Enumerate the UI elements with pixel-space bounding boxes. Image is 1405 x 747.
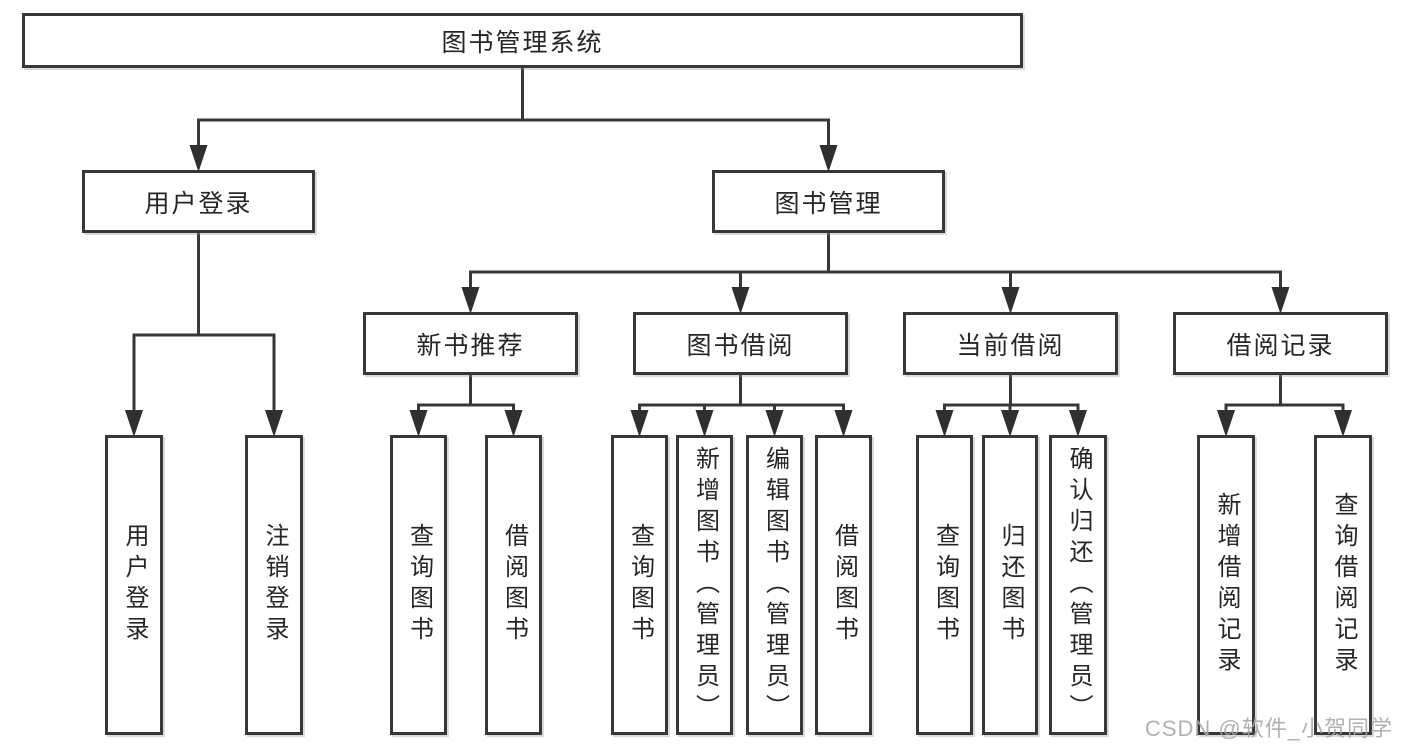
node-leaf-edit-books: 编辑图书（管理员） bbox=[746, 435, 803, 735]
arrowhead-leaf-edit-books bbox=[765, 410, 784, 437]
node-new-book-rec: 新书推荐 bbox=[363, 312, 578, 375]
node-label-leaf-edit-books: 编辑图书（管理员） bbox=[761, 445, 789, 725]
node-label-book-mgmt: 图书管理 bbox=[774, 189, 883, 218]
arrowhead-leaf-add-borrow-record bbox=[1217, 410, 1235, 437]
node-label-leaf-borrow-books-1: 借阅图书 bbox=[500, 523, 528, 647]
node-label-leaf-borrow-books-2: 借阅图书 bbox=[830, 523, 858, 647]
node-label-leaf-query-borrow-record: 查询借阅记录 bbox=[1330, 492, 1357, 678]
arrowhead-leaf-query-books-3 bbox=[935, 410, 954, 437]
arrowhead-leaf-query-books-1 bbox=[409, 410, 428, 437]
arrowhead-current-borrow bbox=[1001, 287, 1020, 314]
node-leaf-borrow-books-2: 借阅图书 bbox=[815, 435, 872, 735]
arrowhead-leaf-borrow-books-1 bbox=[504, 410, 523, 437]
node-label-current-borrow: 当前借阅 bbox=[956, 331, 1065, 360]
node-leaf-query-books-1: 查询图书 bbox=[390, 435, 447, 735]
arrowhead-leaf-user-login bbox=[125, 410, 143, 437]
node-leaf-add-borrow-record: 新增借阅记录 bbox=[1197, 435, 1255, 735]
node-current-borrow: 当前借阅 bbox=[903, 312, 1118, 375]
node-leaf-logout: 注销登录 bbox=[245, 435, 303, 735]
arrowhead-borrow-records bbox=[1271, 287, 1290, 314]
arrowhead-book-borrow bbox=[731, 287, 750, 314]
node-leaf-query-borrow-record: 查询借阅记录 bbox=[1314, 435, 1372, 735]
node-label-borrow-records: 借阅记录 bbox=[1226, 331, 1335, 360]
node-label-leaf-query-books-1: 查询图书 bbox=[405, 523, 433, 647]
node-book-borrow: 图书借阅 bbox=[633, 312, 848, 375]
arrowhead-leaf-borrow-books-2 bbox=[834, 410, 853, 437]
node-leaf-borrow-books-1: 借阅图书 bbox=[485, 435, 542, 735]
node-label-new-book-rec: 新书推荐 bbox=[416, 331, 525, 360]
node-leaf-add-books: 新增图书（管理员） bbox=[676, 435, 733, 735]
node-label-book-borrow: 图书借阅 bbox=[686, 331, 795, 360]
node-label-leaf-user-login: 用户登录 bbox=[121, 523, 148, 647]
watermark: CSDN @软件_小贺同学 bbox=[1144, 716, 1393, 741]
arrowhead-leaf-logout bbox=[265, 410, 283, 437]
node-leaf-user-login: 用户登录 bbox=[105, 435, 163, 735]
node-label-leaf-add-books: 新增图书（管理员） bbox=[691, 445, 719, 725]
node-label-leaf-query-books-3: 查询图书 bbox=[931, 523, 959, 647]
node-leaf-query-books-2: 查询图书 bbox=[611, 435, 668, 735]
node-leaf-query-books-3: 查询图书 bbox=[916, 435, 973, 735]
node-label-leaf-confirm-return: 确认归还（管理员） bbox=[1065, 445, 1092, 725]
node-label-user-login: 用户登录 bbox=[144, 189, 253, 218]
arrowhead-user-login bbox=[189, 145, 208, 172]
arrowhead-leaf-confirm-return bbox=[1069, 410, 1087, 437]
arrowhead-leaf-return-books bbox=[1001, 410, 1019, 437]
node-label-leaf-query-books-2: 查询图书 bbox=[626, 523, 654, 647]
arrowhead-leaf-query-books-2 bbox=[630, 410, 649, 437]
node-book-mgmt: 图书管理 bbox=[712, 170, 945, 233]
arrowhead-new-book-rec bbox=[461, 287, 480, 314]
node-user-login: 用户登录 bbox=[82, 170, 315, 233]
node-label-leaf-add-borrow-record: 新增借阅记录 bbox=[1213, 492, 1240, 678]
node-leaf-return-books: 归还图书 bbox=[982, 435, 1038, 735]
node-label-leaf-logout: 注销登录 bbox=[261, 523, 288, 647]
node-label-leaf-return-books: 归还图书 bbox=[997, 523, 1024, 647]
arrowhead-leaf-add-books bbox=[695, 410, 714, 437]
node-root: 图书管理系统 bbox=[22, 13, 1023, 68]
node-borrow-records: 借阅记录 bbox=[1173, 312, 1388, 375]
node-label-root: 图书管理系统 bbox=[441, 28, 604, 57]
node-leaf-confirm-return: 确认归还（管理员） bbox=[1049, 435, 1107, 735]
arrowhead-leaf-query-borrow-record bbox=[1334, 410, 1352, 437]
arrowhead-book-mgmt bbox=[819, 145, 838, 172]
